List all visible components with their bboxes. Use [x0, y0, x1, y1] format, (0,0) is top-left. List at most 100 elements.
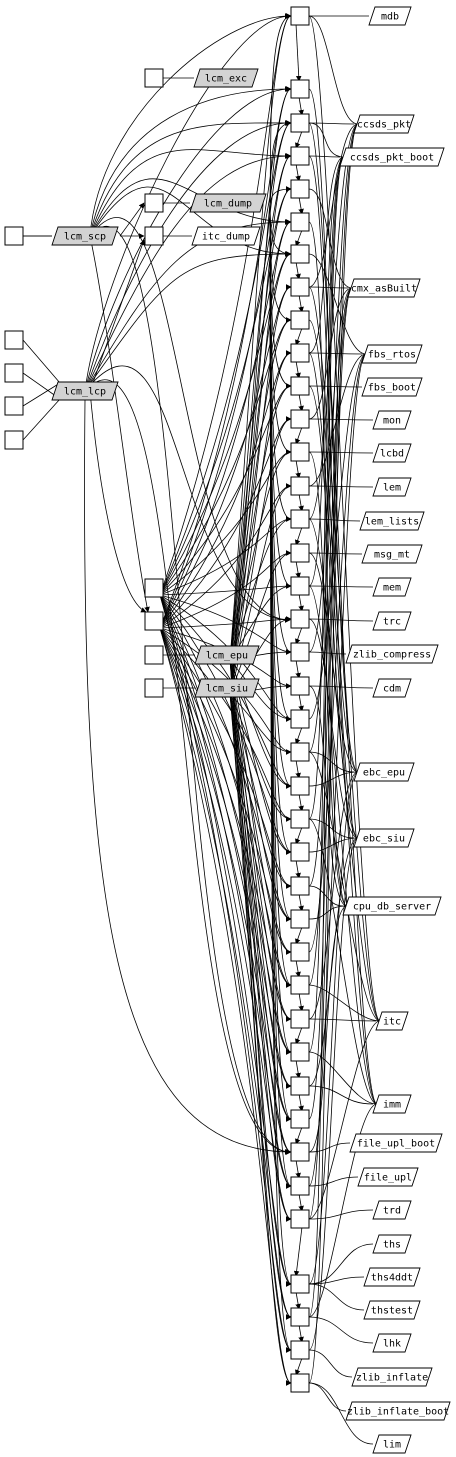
- file-node: [290, 343, 310, 363]
- file-node: [290, 6, 310, 26]
- package-label: fbs_rtos: [368, 350, 416, 361]
- package-node-lcm_exc: lcm_exc: [193, 68, 259, 88]
- file-node: [290, 509, 310, 529]
- package-node-imm: imm: [372, 1094, 412, 1114]
- file-node: [4, 430, 24, 450]
- file-node: [4, 363, 24, 383]
- package-node-ebc_epu: ebc_epu: [353, 762, 415, 782]
- package-label: zlib_inflate: [356, 1373, 428, 1384]
- package-label: lim: [383, 1440, 401, 1451]
- package-node-ccsds_pkt_boot: ccsds_pkt_boot: [339, 147, 445, 167]
- package-label: lhk: [383, 1339, 401, 1350]
- file-node: [290, 310, 310, 330]
- package-node-lim: lim: [372, 1434, 412, 1454]
- package-node-trd: trd: [372, 1200, 412, 1220]
- file-node: [290, 676, 310, 696]
- file-node: [290, 79, 310, 99]
- package-label: itc_dump: [202, 232, 250, 243]
- package-node-ccsds_pkt: ccsds_pkt: [353, 114, 415, 134]
- package-label: zlib_inflate_boot: [347, 1407, 449, 1418]
- file-node: [290, 277, 310, 297]
- dependency-edges: [22, 13, 381, 1445]
- file-node: [290, 179, 310, 199]
- package-node-cmx_asBuilt: cmx_asBuilt: [347, 278, 421, 298]
- file-nodes: [4, 6, 310, 1393]
- file-node: [4, 396, 24, 416]
- file-node: [4, 226, 24, 246]
- package-label: mdb: [381, 12, 399, 23]
- package-node-ths4ddt: ths4ddt: [363, 1267, 421, 1287]
- file-node: [290, 1209, 310, 1229]
- package-label: ccsds_pkt: [357, 120, 411, 131]
- file-node: [290, 146, 310, 166]
- file-node: [290, 212, 310, 232]
- package-node-lcm_lcp: lcm_lcp: [51, 381, 119, 401]
- file-node: [290, 1009, 310, 1029]
- package-label: file_upl: [364, 1173, 412, 1184]
- file-node: [290, 113, 310, 133]
- file-node: [290, 442, 310, 462]
- file-node: [290, 476, 310, 496]
- file-node: [290, 1042, 310, 1062]
- package-node-msg_mt: msg_mt: [361, 544, 423, 564]
- package-label: ebc_epu: [363, 768, 405, 779]
- package-node-lcm_dump: lcm_dump: [189, 193, 267, 213]
- package-label: itc: [383, 1017, 401, 1028]
- package-label: lem_lists: [365, 517, 419, 528]
- package-label: fbs_boot: [368, 383, 416, 394]
- file-node: [144, 645, 164, 665]
- package-label: msg_mt: [374, 550, 410, 561]
- package-label: trd: [383, 1206, 401, 1217]
- package-node-file_upl: file_upl: [357, 1167, 419, 1187]
- file-node: [290, 1274, 310, 1294]
- package-label: mon: [383, 416, 401, 427]
- file-node: [290, 742, 310, 762]
- package-node-lhk: lhk: [372, 1333, 412, 1353]
- file-node: [290, 909, 310, 929]
- package-label: ths: [383, 1240, 401, 1251]
- package-node-fbs_boot: fbs_boot: [361, 377, 423, 397]
- file-node: [290, 1142, 310, 1162]
- package-node-mem: mem: [372, 577, 412, 597]
- package-node-lcm_scp: lcm_scp: [51, 226, 119, 246]
- file-node: [290, 975, 310, 995]
- file-node: [290, 809, 310, 829]
- package-node-lem_lists: lem_lists: [359, 511, 425, 531]
- file-node: [290, 576, 310, 596]
- package-node-lcm_siu: lcm_siu: [194, 678, 260, 698]
- file-node: [290, 1109, 310, 1129]
- file-node: [290, 1340, 310, 1360]
- file-node: [290, 876, 310, 896]
- file-node: [144, 578, 164, 598]
- package-label: file_upl_boot: [357, 1139, 435, 1150]
- file-node: [144, 678, 164, 698]
- package-node-itc: itc: [375, 1011, 409, 1031]
- package-label: ebc_siu: [363, 834, 405, 845]
- package-node-cdm: cdm: [372, 678, 412, 698]
- package-label: lcbd: [380, 449, 404, 460]
- file-node: [290, 1307, 310, 1327]
- package-label: cpu_db_server: [353, 902, 431, 913]
- file-node: [290, 244, 310, 264]
- package-node-mdb: mdb: [368, 6, 412, 26]
- package-node-ebc_siu: ebc_siu: [353, 828, 415, 848]
- package-node-thstest: thstest: [363, 1300, 421, 1320]
- package-node-lcbd: lcbd: [372, 443, 412, 463]
- file-node: [4, 330, 24, 350]
- file-node: [290, 776, 310, 796]
- file-node: [290, 1076, 310, 1096]
- file-node: [290, 376, 310, 396]
- package-label: cdm: [383, 684, 401, 695]
- package-label: lcm_scp: [64, 232, 106, 243]
- file-node: [144, 226, 164, 246]
- package-node-zlib_inflate_boot: zlib_inflate_boot: [345, 1401, 451, 1421]
- package-node-lcm_epu: lcm_epu: [194, 645, 260, 665]
- file-node: [144, 611, 164, 631]
- file-node: [144, 193, 164, 213]
- file-node: [290, 709, 310, 729]
- package-node-file_upl_boot: file_upl_boot: [349, 1133, 443, 1153]
- package-node-fbs_rtos: fbs_rtos: [361, 344, 423, 364]
- package-label: cmx_asBuilt: [351, 284, 417, 295]
- package-label: thstest: [371, 1306, 413, 1317]
